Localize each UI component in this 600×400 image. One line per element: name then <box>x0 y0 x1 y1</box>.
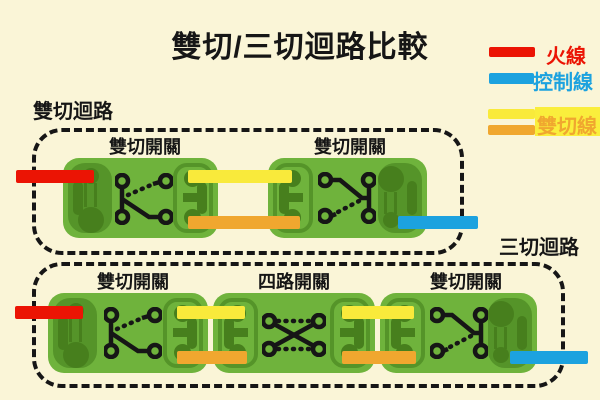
terminal-pole <box>378 166 404 192</box>
spdt-schematic-icon <box>430 307 488 359</box>
two-way-switch <box>268 158 427 238</box>
terminal-link <box>384 192 397 214</box>
live-wire-swatch <box>489 47 535 57</box>
mount-slot <box>58 316 68 350</box>
traveler-orange-2 <box>342 351 416 364</box>
terminal-divider <box>400 328 415 337</box>
traveler-label-highlight <box>535 107 600 136</box>
traveler-yellow-swatch <box>488 109 535 119</box>
terminal-divider <box>183 193 198 202</box>
traveler-orange-swatch <box>488 125 535 135</box>
terminal-divider <box>173 328 188 337</box>
terminal-screw <box>493 347 509 363</box>
terminal-divider <box>224 317 234 349</box>
terminal-link <box>494 327 507 349</box>
traveler-yellow-2 <box>342 306 414 319</box>
terminal-divider <box>187 317 197 349</box>
three-way-circuit-box <box>32 262 565 388</box>
page-title: 雙切/三切迴路比較 <box>171 31 429 64</box>
terminal-divider <box>197 182 207 214</box>
terminal-divider <box>391 317 401 349</box>
traveler-yellow-1 <box>177 306 245 319</box>
terminal-pole <box>63 342 89 368</box>
spdt-schematic-icon <box>318 172 376 224</box>
terminal-divider <box>288 193 303 202</box>
switch-label: 雙切開關 <box>430 272 502 292</box>
two-way-circuit-box <box>32 128 464 255</box>
terminal-divider <box>279 182 289 214</box>
spdt-schematic-icon <box>104 307 162 359</box>
terminal-divider <box>354 317 364 349</box>
terminal-pole <box>488 301 514 327</box>
switch-label: 雙切開關 <box>109 137 181 157</box>
switch-label: 雙切開關 <box>97 272 169 292</box>
section-label-three-way: 三切迴路 <box>499 237 579 259</box>
control-wire-bottom <box>510 351 588 364</box>
traveler-orange-top <box>188 216 300 229</box>
section-label-two-way: 雙切迴路 <box>33 101 113 123</box>
traveler-orange-1 <box>177 351 247 364</box>
control-wire-top <box>398 216 478 229</box>
switch-label: 四路開關 <box>258 272 330 292</box>
four-way-schematic-icon <box>262 313 326 357</box>
terminal-screw <box>383 212 399 228</box>
live-wire-legend-label: 火線 <box>546 46 586 68</box>
live-wire-top <box>16 170 94 183</box>
control-wire-swatch <box>489 73 534 84</box>
terminal-link <box>69 318 82 342</box>
mount-slot <box>73 181 83 215</box>
terminal-link <box>84 183 97 207</box>
traveler-wire-legend-label: 雙切線 <box>537 116 597 138</box>
mount-slot <box>517 316 527 350</box>
traveler-yellow-top <box>188 170 292 183</box>
switch-label: 雙切開關 <box>314 137 386 157</box>
control-wire-legend-label: 控制線 <box>533 72 593 94</box>
terminal-divider <box>233 328 248 337</box>
terminal-divider <box>340 328 355 337</box>
live-wire-bottom <box>15 306 83 319</box>
mount-slot <box>407 181 417 215</box>
terminal-pole <box>78 207 104 233</box>
spdt-schematic-icon <box>115 173 173 225</box>
